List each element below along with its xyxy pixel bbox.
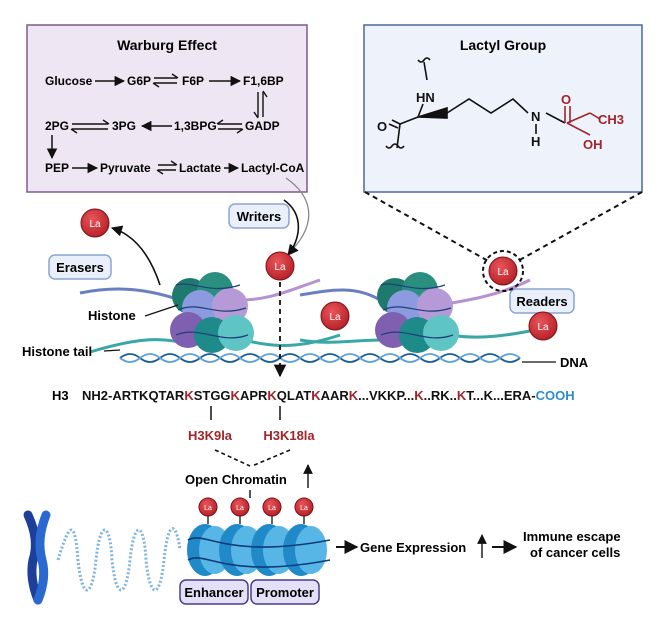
lysine-residue: K xyxy=(231,388,241,403)
nucleosome-icon xyxy=(375,272,459,353)
atom-hn: HN xyxy=(416,90,435,105)
equilibrium-arrow-vertical xyxy=(253,90,268,119)
svg-text:Promoter: Promoter xyxy=(256,585,314,600)
equilibrium-arrow xyxy=(70,119,110,134)
metabolite-lactate: Lactate xyxy=(179,161,221,175)
sequence-segment: AAR xyxy=(321,388,350,403)
histone-label: Histone xyxy=(88,308,136,323)
dna-label: DNA xyxy=(560,355,589,370)
sequence-segment: ...VKKP... xyxy=(358,388,414,403)
atom-h: H xyxy=(531,134,540,149)
la-badge-icon: La xyxy=(80,208,110,238)
immune-escape-line2: of cancer cells xyxy=(530,545,620,560)
open-chromatin-label: Open Chromatin xyxy=(185,472,287,487)
svg-text:Writers: Writers xyxy=(237,209,282,224)
svg-text:La: La xyxy=(204,505,212,512)
mark-h3k9la: H3K9la xyxy=(188,428,233,443)
equilibrium-arrow xyxy=(156,160,178,175)
la-badge-icon: La xyxy=(320,301,350,331)
metabolite-pyruvate: Pyruvate xyxy=(100,161,151,175)
histone-tails xyxy=(79,278,536,354)
nucleosome-array xyxy=(187,514,331,576)
dna-strand xyxy=(119,353,521,363)
metabolite-13bpg: 1,3BPG xyxy=(174,119,217,133)
lactyl-title: Lactyl Group xyxy=(460,37,546,53)
svg-text:La: La xyxy=(537,322,549,333)
zoom-lines xyxy=(364,191,643,263)
svg-text:La: La xyxy=(236,505,244,512)
sequence-segment: ..RK.. xyxy=(424,388,457,403)
equilibrium-arrow xyxy=(216,119,244,134)
sequence-segment: T...K...ERA- xyxy=(466,388,535,403)
lysine-residue: K xyxy=(414,388,424,403)
immune-escape-line1: Immune escape xyxy=(523,529,621,544)
la-badge-icon: La xyxy=(265,251,295,281)
enhancer-tag: Enhancer xyxy=(179,579,249,605)
svg-text:La: La xyxy=(497,267,509,278)
sequence-segment: NH2-ARTKQTAR xyxy=(82,388,185,403)
cooh-terminus: COOH xyxy=(536,388,575,403)
lysine-residue: K xyxy=(349,388,359,403)
warburg-title: Warburg Effect xyxy=(117,37,217,53)
converge-lines xyxy=(214,449,291,467)
histone-h3-sequence: NH2-ARTKQTARKSTGGKAPRKQLATKAARK...VKKP..… xyxy=(82,388,575,403)
lactyl-panel: Lactyl Group xyxy=(363,24,643,193)
atom-oh: OH xyxy=(583,137,603,152)
erasers-arrow xyxy=(110,225,161,286)
sequence-segment: STGG xyxy=(194,388,231,403)
histone-tail-label: Histone tail xyxy=(22,344,92,359)
svg-text:Erasers: Erasers xyxy=(56,260,104,275)
svg-text:La: La xyxy=(268,505,276,512)
warburg-panel: Warburg Effect Glucose G6P F6P F1,6BP 2P… xyxy=(26,24,308,193)
atom-o-left: O xyxy=(377,119,387,134)
lactyl-coa-link xyxy=(285,177,310,251)
mark-h3k18la: H3K18la xyxy=(263,428,315,443)
metabolite-f6p: F6P xyxy=(182,74,204,88)
chromatin-fiber xyxy=(56,527,182,592)
promoter-tag: Promoter xyxy=(250,579,320,605)
la-badge-icon: La xyxy=(198,497,218,517)
svg-text:La: La xyxy=(274,262,286,273)
metabolite-2pg: 2PG xyxy=(45,119,69,133)
erasers-label: Erasers xyxy=(48,254,112,280)
la-badge-icon: La xyxy=(294,497,314,517)
metabolite-g6p: G6P xyxy=(127,74,151,88)
chromosome-icon xyxy=(23,510,51,605)
svg-text:Readers: Readers xyxy=(516,294,567,309)
lysine-residue: K xyxy=(311,388,321,403)
metabolite-gadp: GADP xyxy=(245,119,280,133)
metabolite-pep: PEP xyxy=(45,161,69,175)
svg-text:Enhancer: Enhancer xyxy=(184,585,243,600)
lysine-residue: K xyxy=(267,388,277,403)
metabolite-lactyl-coa: Lactyl-CoA xyxy=(241,161,305,175)
gene-expression-label: Gene Expression xyxy=(360,540,466,555)
readers-label: Readers xyxy=(509,288,575,314)
atom-n: N xyxy=(531,109,540,124)
atom-ch3: CH3 xyxy=(598,112,624,127)
la-badge-icon: La xyxy=(262,497,282,517)
sequence-segment: QLAT xyxy=(277,388,311,403)
atom-o-top: O xyxy=(561,92,571,107)
svg-text:La: La xyxy=(329,312,341,323)
metabolite-3pg: 3PG xyxy=(112,119,136,133)
svg-text:La: La xyxy=(89,219,101,230)
sequence-segment: APR xyxy=(240,388,268,403)
la-badge-icon: La xyxy=(230,497,250,517)
nucleosome-icon xyxy=(170,272,254,353)
metabolite-glucose: Glucose xyxy=(45,74,93,88)
lysine-residue: K xyxy=(457,388,467,403)
equilibrium-arrow xyxy=(152,73,179,88)
svg-text:La: La xyxy=(300,505,308,512)
lactyl-structure xyxy=(385,57,566,149)
la-badge-icon: La xyxy=(482,250,524,292)
la-badge-icon: La xyxy=(528,311,558,341)
sequence-prefix: H3 xyxy=(52,388,69,403)
lysine-residue: K xyxy=(184,388,194,403)
writers-arrow xyxy=(283,199,300,256)
metabolite-f16bp: F1,6BP xyxy=(243,74,284,88)
writers-label: Writers xyxy=(228,203,290,229)
